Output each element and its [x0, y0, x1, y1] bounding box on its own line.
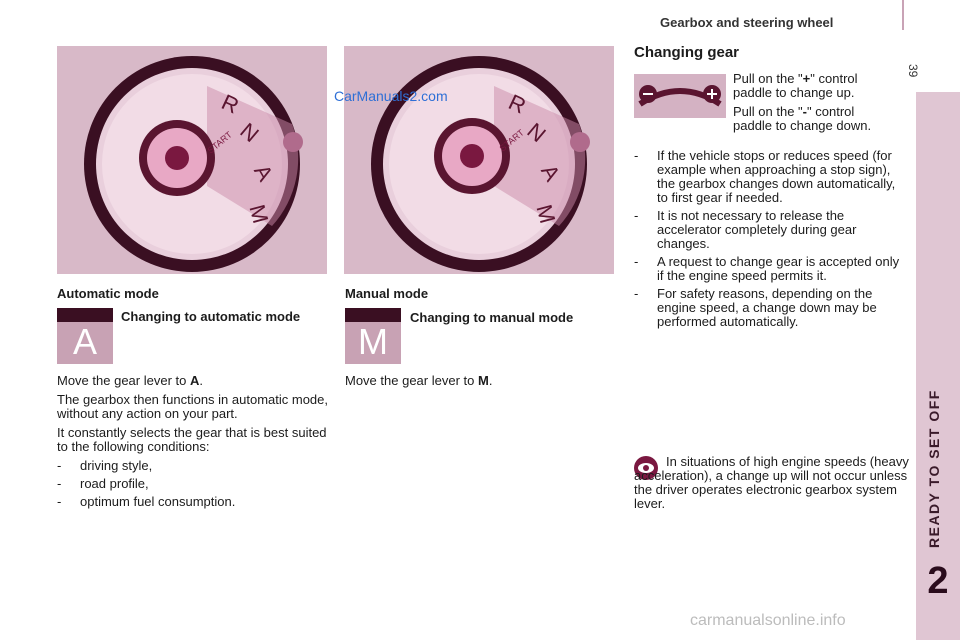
- list-item: For safety reasons, depending on the eng…: [634, 287, 909, 329]
- list-item: driving style,: [57, 459, 329, 474]
- section-header-title: Gearbox and steering wheel: [660, 15, 834, 30]
- watermark-carmanuals2: CarManuals2.com: [334, 88, 448, 104]
- manual-mode-icon: M: [345, 308, 401, 364]
- footer-watermark: carmanualsonline.info: [690, 612, 846, 629]
- automatic-conditions-list: driving style, road profile, optimum fue…: [57, 459, 329, 510]
- manual-mode-subheading: Changing to manual mode: [410, 310, 574, 325]
- chapter-side-tab: [916, 92, 960, 640]
- manual-mode-dial-figure: R N A M START: [344, 46, 614, 274]
- chapter-number: 2: [927, 560, 949, 602]
- automatic-move-instruction: Move the gear lever to A.: [57, 373, 203, 388]
- automatic-mode-subheading: Changing to automatic mode: [121, 309, 301, 324]
- changing-gear-bullets: If the vehicle stops or reduces speed (f…: [634, 149, 909, 333]
- automatic-mode-icon: A: [57, 308, 113, 364]
- manual-mode-caption: Manual mode: [345, 286, 429, 301]
- chapter-title: READY TO SET OFF: [926, 389, 942, 548]
- steering-paddles-image: [634, 74, 726, 118]
- high-engine-speed-note: In situations of high engine speeds (hea…: [634, 454, 909, 511]
- automatic-mode-dial-figure: R N A M START: [57, 46, 327, 274]
- automatic-mode-caption: Automatic mode: [57, 286, 159, 301]
- list-item: road profile,: [57, 477, 329, 492]
- automatic-paragraph-1: The gearbox then functions in automatic …: [57, 392, 328, 421]
- page-number: 39: [906, 64, 920, 78]
- list-item: optimum fuel consumption.: [57, 495, 329, 510]
- paddle-instructions: Pull on the "+" control paddle to change…: [733, 72, 893, 138]
- eye-icon: [634, 456, 658, 480]
- header-divider: [902, 0, 904, 30]
- automatic-paragraph-2: It constantly selects the gear that is b…: [57, 425, 327, 454]
- manual-icon-letter: M: [358, 321, 388, 362]
- paddle-down-instruction: Pull on the "-" control paddle to change…: [733, 104, 872, 133]
- automatic-mode-text: Move the gear lever to A. The gearbox th…: [57, 374, 329, 513]
- changing-gear-title: Changing gear: [634, 44, 740, 61]
- list-item: It is not necessary to release the accel…: [634, 209, 909, 251]
- automatic-icon-letter: A: [72, 321, 97, 362]
- manual-move-instruction: Move the gear lever to M.: [345, 373, 493, 388]
- list-item: A request to change gear is accepted onl…: [634, 255, 909, 283]
- paddle-up-instruction: Pull on the "+" control paddle to change…: [733, 71, 858, 100]
- list-item: If the vehicle stops or reduces speed (f…: [634, 149, 909, 205]
- changing-gear-list: If the vehicle stops or reduces speed (f…: [634, 149, 909, 329]
